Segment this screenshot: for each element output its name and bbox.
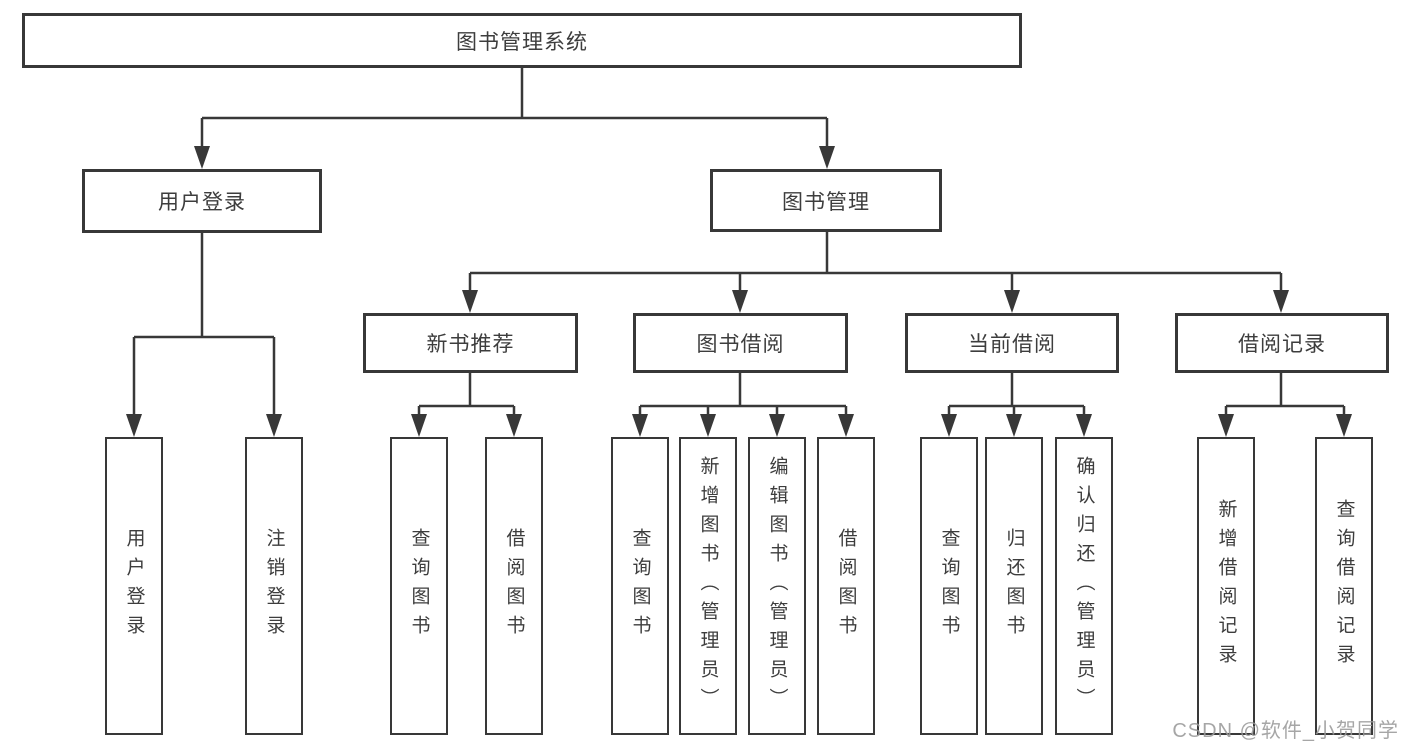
arrowhead-icon (411, 414, 427, 437)
arrowhead-icon (819, 146, 835, 169)
leaf-query-books-borrow: 查询图书 (611, 437, 669, 735)
arrowhead-icon (1336, 414, 1352, 437)
node-borrow-record: 借阅记录 (1175, 313, 1389, 373)
arrowhead-icon (194, 146, 210, 169)
arrowhead-icon (1076, 414, 1092, 437)
leaf-confirm-return-admin: 确认归还（管理员） (1055, 437, 1113, 735)
arrowhead-icon (266, 414, 282, 437)
arrowhead-icon (506, 414, 522, 437)
csdn-watermark: CSDN @软件_小贺同学 (1172, 720, 1399, 742)
leaf-edit-books-admin: 编辑图书（管理员） (748, 437, 806, 735)
node-user-login: 用户登录 (82, 169, 322, 233)
arrowhead-icon (769, 414, 785, 437)
node-current-borrow: 当前借阅 (905, 313, 1119, 373)
arrowhead-icon (1273, 290, 1289, 313)
arrowhead-icon (1006, 414, 1022, 437)
node-book-borrow: 图书借阅 (633, 313, 848, 373)
arrowhead-icon (462, 290, 478, 313)
leaf-query-books-recommend: 查询图书 (390, 437, 448, 735)
leaf-borrow-books: 借阅图书 (817, 437, 875, 735)
arrowhead-icon (941, 414, 957, 437)
leaf-user-login: 用户登录 (105, 437, 163, 735)
leaf-return-books: 归还图书 (985, 437, 1043, 735)
arrowhead-icon (838, 414, 854, 437)
node-book-management: 图书管理 (710, 169, 942, 232)
arrowhead-icon (1218, 414, 1234, 437)
leaf-add-books-admin: 新增图书（管理员） (679, 437, 737, 735)
arrowhead-icon (1004, 290, 1020, 313)
node-new-book-recommend: 新书推荐 (363, 313, 578, 373)
arrowhead-icon (700, 414, 716, 437)
leaf-logout: 注销登录 (245, 437, 303, 735)
leaf-query-books-current: 查询图书 (920, 437, 978, 735)
leaf-query-borrow-record: 查询借阅记录 (1315, 437, 1373, 735)
arrowhead-icon (632, 414, 648, 437)
leaf-add-borrow-record: 新增借阅记录 (1197, 437, 1255, 735)
leaf-borrow-books-recommend: 借阅图书 (485, 437, 543, 735)
node-root: 图书管理系统 (22, 13, 1022, 68)
arrowhead-icon (126, 414, 142, 437)
arrowhead-icon (732, 290, 748, 313)
